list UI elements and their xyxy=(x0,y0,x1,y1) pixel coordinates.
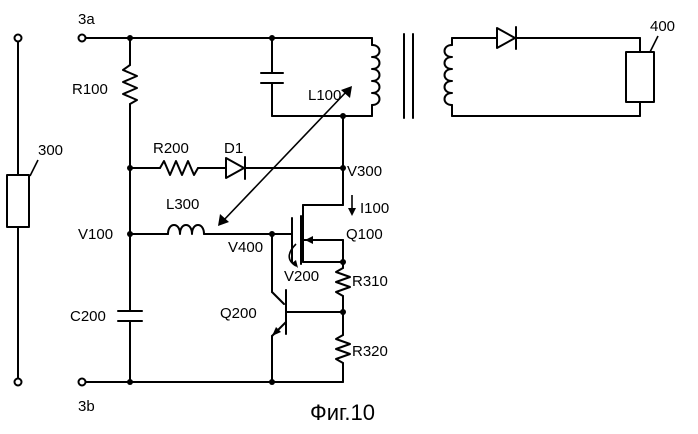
v200-indicator xyxy=(289,244,298,268)
resistor-r310 xyxy=(336,259,350,315)
transistor-q200 xyxy=(272,234,343,382)
block-400-label: 400 xyxy=(650,18,675,35)
q200-label: Q200 xyxy=(220,305,257,322)
terminal-3a xyxy=(79,35,86,42)
block-400 xyxy=(626,36,658,116)
current-arrow-i100 xyxy=(348,195,356,216)
r200-label: R200 xyxy=(153,140,189,157)
i100-label: I100 xyxy=(360,200,389,217)
v400-label: V400 xyxy=(228,239,263,256)
block-300-circuit xyxy=(7,35,38,386)
r320-label: R320 xyxy=(352,343,388,360)
q100-label: Q100 xyxy=(346,226,383,243)
v300-label: V300 xyxy=(347,163,382,180)
drain-line xyxy=(303,113,346,218)
secondary-diode xyxy=(497,27,640,49)
resistor-r200 xyxy=(130,161,226,175)
figure-caption: Фиг.10 xyxy=(310,400,375,425)
resistor-r320 xyxy=(336,312,350,382)
terminal-3b xyxy=(79,379,86,386)
bottom-rail xyxy=(86,379,343,385)
inductor-l300 xyxy=(130,225,292,234)
inductor-l100 xyxy=(343,38,380,116)
block-300-label: 300 xyxy=(38,142,63,159)
terminal-3a-label: 3a xyxy=(78,11,95,28)
resistor-r100 xyxy=(123,38,137,168)
capacitor-c200 xyxy=(118,234,142,382)
r310-label: R310 xyxy=(352,273,388,290)
tank-capacitor xyxy=(261,38,343,116)
l300-label: L300 xyxy=(166,196,199,213)
r100-label: R100 xyxy=(72,81,108,98)
v100-label: V100 xyxy=(78,226,113,243)
secondary-winding xyxy=(445,38,641,116)
c200-label: C200 xyxy=(70,308,106,325)
terminal-3b-label: 3b xyxy=(78,398,95,415)
mosfet-q100 xyxy=(292,216,343,264)
d1-label: D1 xyxy=(224,140,243,157)
top-rail xyxy=(86,35,358,41)
transformer-core xyxy=(404,34,413,118)
diode-d1 xyxy=(226,157,343,179)
v200-label: V200 xyxy=(284,268,319,285)
